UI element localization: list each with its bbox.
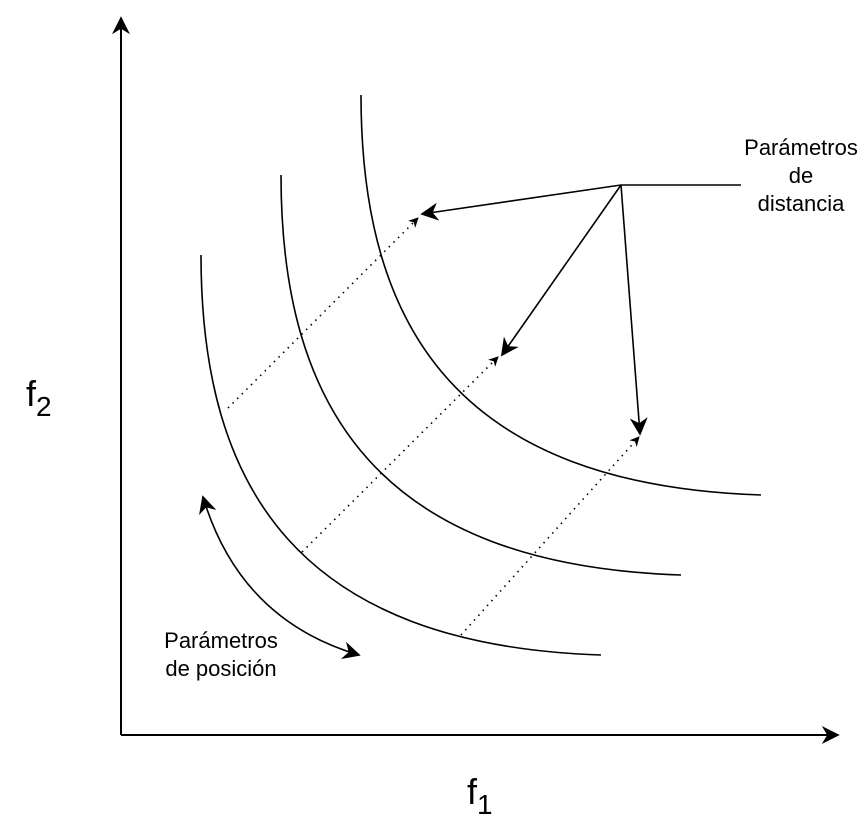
dotted-guide-bottom — [460, 436, 640, 636]
distance-arrow-to-middle — [500, 184, 622, 357]
position-label-line2: de posición — [165, 656, 277, 681]
front-curve-inner — [200, 254, 602, 656]
front-curve-middle — [280, 174, 682, 576]
y-axis-symbol: f — [26, 373, 37, 414]
distance-arrow-to-top — [420, 184, 622, 221]
x-axis-subscript: 1 — [477, 789, 493, 820]
y-axis-label: f2 — [26, 376, 52, 421]
distance-label-line2: de — [788, 163, 814, 188]
distance-label-line3: distancia — [757, 191, 845, 216]
distance-arrow-to-bottom — [620, 184, 648, 436]
distance-label-line1: Parámetros — [744, 135, 858, 160]
front-curve-outer — [360, 94, 762, 496]
distance-parameters-label: Parámetros de distancia — [730, 134, 866, 218]
y-axis-subscript: 2 — [36, 391, 52, 422]
position-label-line1: Parámetros — [164, 628, 278, 653]
position-parameters-label: Parámetros de posición — [146, 627, 296, 683]
dotted-guide-top — [227, 217, 419, 409]
position-double-arrow — [199, 495, 361, 660]
x-axis-label: f1 — [467, 774, 493, 819]
x-axis-symbol: f — [467, 771, 478, 812]
dotted-guide-middle — [301, 356, 499, 553]
